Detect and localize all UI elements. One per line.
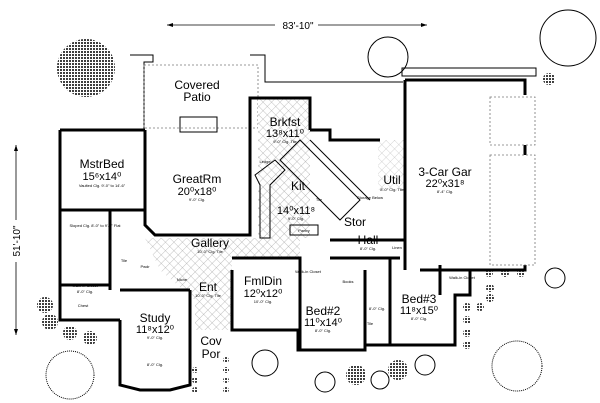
tree-icon: [251, 349, 279, 377]
bed3-ceiling: 8'-0" Clg.: [411, 316, 427, 321]
depth-dimension-label: 51'-10": [12, 225, 23, 256]
garage-door[interactable]: [489, 154, 536, 266]
tree-icon: [414, 354, 436, 376]
study-ceiling: 9'-0" Clg.: [147, 335, 163, 340]
mstr-bed-label: MstrBed: [80, 157, 125, 171]
tree-icon: [491, 340, 543, 392]
study-label: Study: [140, 311, 171, 325]
bed3-label: Bed#3: [402, 292, 437, 306]
fml-din-label: FmlDin: [244, 274, 282, 288]
width-dimension: 83'-10": [167, 21, 427, 32]
covered-patio-label: Patio: [183, 90, 211, 104]
kit-ceiling: 9'-0" Clg.: [288, 216, 304, 221]
ledge-label: Ledge: [259, 159, 271, 164]
bed2-walk-in-label: Walk-in Closet: [295, 269, 322, 274]
cov-por-label: Por: [202, 347, 221, 361]
mstr-bath-ceiling: Sloped Clg. 8'-0" to 9'-0" Flat: [69, 223, 121, 228]
shrubs: [37, 269, 525, 393]
ent-ceiling: 10'-0" Clg. Tile: [195, 293, 222, 298]
cov-por-label: Cov: [200, 334, 221, 348]
depth-dimension: 51'-10": [12, 145, 23, 335]
fireplace: [179, 116, 218, 133]
gallery-ceiling: 10'-0" Clg. Tile: [197, 249, 224, 254]
fml-din-size: 12⁰x12⁰: [244, 288, 283, 300]
brkfst-label: Brkfst: [270, 115, 301, 129]
bed2-books-label: Books: [342, 279, 353, 284]
niche-label: Niche: [177, 277, 188, 282]
width-dimension-label: 83'-10": [282, 21, 313, 32]
tree-icon: [544, 267, 566, 289]
garage-ceiling: 8'-4" Clg.: [437, 189, 453, 194]
garage-size: 22⁰x31⁸: [425, 178, 464, 190]
hall-label: Hall: [358, 233, 379, 247]
bed2-ceiling: 8'-0" Clg.: [315, 328, 331, 333]
great-rm-size: 20⁰x18⁰: [178, 186, 217, 198]
brkfst-size: 13⁸x11⁰: [266, 128, 305, 140]
kit-label: Kit: [291, 179, 306, 193]
bath2-ceiling: 8'-0" Clg.: [369, 306, 385, 311]
walk-in-closet-label: Walk-in Closet: [72, 283, 99, 288]
study-books-label: Books: [117, 334, 122, 345]
tree-icon: [45, 350, 95, 400]
chest-label: Chest: [78, 303, 89, 308]
walk-in-closet-ceiling: 8'-0" Clg.: [77, 289, 93, 294]
hall-ceiling: 8'-0" Clg.: [360, 246, 376, 251]
bath2-tile: Tile: [367, 321, 374, 326]
kit-size: 14⁰x11⁸: [277, 205, 315, 217]
bed3-walk-in-label: Walk-in Closet: [449, 275, 476, 280]
mstr-bed-size: 15⁶x14⁰: [83, 171, 122, 183]
pwdr-label: Pwdr: [140, 264, 150, 269]
tree-icon: [539, 9, 597, 67]
tree-icon: [370, 370, 390, 390]
storage-below-label: Storage Below: [357, 195, 383, 200]
garage-door[interactable]: [489, 96, 536, 146]
garage-trellis: [401, 67, 537, 77]
great-rm-ceiling: 9'-0" Clg.: [189, 197, 205, 202]
fml-din-ceiling: 10'-0" Clg.: [254, 299, 272, 304]
ent-label: Ent: [199, 280, 218, 294]
garage-label: 3-Car Gar: [418, 165, 471, 179]
shrub-icon: [543, 73, 555, 85]
linen-label: Linen: [392, 245, 402, 250]
study-bay-ceiling: 8'-0" Clg.: [147, 362, 163, 367]
mstr-bath-tile: Tile: [121, 258, 128, 263]
util-label: Util: [383, 173, 400, 187]
util-ceiling: 8'-0" Clg. Tile: [380, 187, 404, 192]
tree-icon: [314, 371, 336, 393]
tree-icon: [367, 36, 409, 78]
tree-icon: [57, 39, 115, 97]
bed2-size: 11⁰x14⁰: [304, 317, 343, 329]
bed3-size: 11⁸x15⁰: [400, 305, 439, 317]
bed2-label: Bed#2: [306, 304, 341, 318]
gallery-label: Gallery: [191, 236, 229, 250]
stor-label: Stor: [344, 215, 366, 229]
brkfst-ceiling: 9'-0" Clg. Tile: [273, 139, 297, 144]
great-rm-label: GreatRm: [173, 172, 222, 186]
covered-patio-label: Covered: [174, 78, 219, 92]
pantry-label: Pantry: [298, 228, 310, 233]
study-size: 11⁸x12⁰: [136, 324, 175, 336]
kit-tile: Tile: [316, 197, 323, 202]
mstr-bed-ceiling: Vaulted Clg. 9'-0" to 14'-6": [79, 183, 126, 188]
